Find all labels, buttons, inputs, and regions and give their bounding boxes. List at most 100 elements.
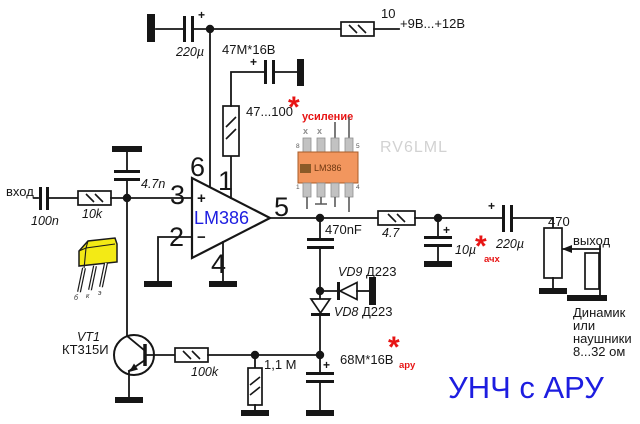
pot-label: 470 [548,214,570,229]
nc-mark: x [317,126,322,136]
wire [512,217,554,229]
noninverting-input-sign: + [197,190,206,207]
package-legs-inner [78,262,107,293]
pin2-wire [157,236,193,282]
resistor-marks [249,376,261,396]
cap68-label: 68М*16В [340,352,393,367]
chip-pin1-label: 1 [296,184,300,191]
polarity-plus: + [198,8,205,22]
vd9-type: Д223 [366,264,397,279]
filter-cap-ground-bar [112,146,142,152]
wiper-arrow [562,245,572,253]
pin-number-1: 1 [218,166,233,196]
supply-resistor [340,21,375,37]
input-resistor [77,190,112,206]
chip-pin8-label: 8 [296,143,300,150]
polarity-plus: + [250,55,257,69]
watermark: RV6LML [380,139,448,156]
pin-number-5: 5 [274,192,289,222]
shunt-ground-bar [241,410,269,416]
agc-network: 470nF VD9 Д223 VD8 Д223 + 68М*16В * ару [306,217,416,416]
pin4-ground-bar [209,281,237,287]
chip-bottom-leads [306,197,350,212]
chip-pin [330,182,340,198]
achh-note: ачх [484,254,501,265]
gain-resistor-label: 47...100 [246,104,293,119]
agc-asterisk: * [388,331,400,364]
resistor-marks [387,213,406,223]
zobel-cap-label: 470nF [325,222,362,237]
pin-number-3: 3 [170,180,185,210]
package-leg-label: б [74,294,79,302]
cap10-label: 10µ [455,243,476,257]
chip-pin [344,137,354,153]
diode-vd8 [309,298,332,315]
transistor-stage: б к э VT1 КТ315И 100k 1,1 М [62,237,321,416]
chip-illustration: усиление x x 8 5 LM386 1 4 RV6LML [296,111,448,212]
resistor-marks [348,24,367,34]
input-label: вход [6,184,34,199]
gain-resistor [222,105,240,157]
gain-cap-label: 47М*16В [222,42,275,57]
polarity-plus: + [488,199,495,213]
shunt-resistor-label: 1,1 М [264,357,297,372]
output-stage: 4.7 + 10µ * ачх + 220µ 470 выход Динамик… [315,199,632,359]
package-leg-label: к [86,293,90,300]
chip-pin4-label: 4 [356,184,360,191]
vt1-ref: VT1 [77,330,100,344]
power-ground-bar [147,14,155,42]
gain-note: усиление [302,111,353,123]
resistor-marks [85,193,104,203]
load-text-line2: или [573,318,595,333]
volume-pot [543,227,563,279]
vd9-ground-bar [369,277,376,305]
pin2-ground-bar [144,281,172,287]
chip-pin1-marker [300,164,311,173]
load-text-line3: наушники [573,331,632,346]
resistor-marks [182,350,201,360]
inverting-input-sign: − [197,229,206,246]
speaker-ground-bar [567,295,607,301]
collector-diagonal [125,334,146,352]
series-resistor [377,210,416,226]
gain-cap-ground-bar [297,59,304,86]
resistor-marks [225,116,237,140]
vd9-ref: VD9 [338,265,362,279]
chip-pin [316,182,326,198]
emitter-ground-bar [115,397,143,403]
chip-pin [316,137,326,153]
agc-note: ару [399,360,416,371]
input-resistor-label: 10k [82,207,103,221]
polarity-plus: + [323,358,330,372]
polarity-plus: + [443,223,450,237]
gain-network: 47...100 * + 47М*16В [222,42,304,199]
base-resistor-label: 100k [191,365,219,379]
package-leg-label: э [98,290,102,297]
nc-mark: x [303,126,308,136]
achh-asterisk: * [475,230,487,263]
vt1-type: КТ315И [62,342,109,357]
supply-rail-label: +9В...+12В [400,16,465,31]
speaker-symbol [584,252,600,290]
filter-cap-label: 4.7n [141,177,165,191]
chip-name: LM386 [314,163,342,173]
input-cap-label: 100n [31,214,59,228]
chip-pin [330,137,340,153]
shunt-resistor [247,367,263,406]
emitter-arrow [129,363,138,372]
chip-pin [302,182,312,198]
opamp-symbol: 6 1 3 2 4 5 + − LM386 [144,152,379,287]
output-label: выход [573,233,611,248]
power-rail-section: + 220µ 10 +9В...+12В [147,6,465,188]
chip-top-leads [334,117,350,138]
pot-ground-bar [539,288,567,294]
load-text-line1: Динамик [573,305,626,320]
vd8-type: Д223 [362,304,393,319]
input-stage: вход 100n 10k 4.7n [6,146,193,337]
cap68-ground-bar [306,410,334,416]
chip-pin [302,137,312,153]
pin-number-6: 6 [190,152,205,182]
opamp-name: LM386 [194,208,249,228]
